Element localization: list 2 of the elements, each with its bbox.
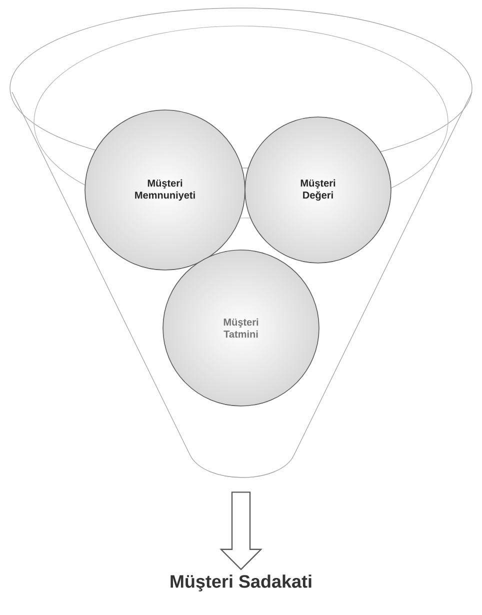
result-label: Müşteri Sadakati: [170, 574, 312, 592]
block-arrow: [220, 492, 262, 570]
